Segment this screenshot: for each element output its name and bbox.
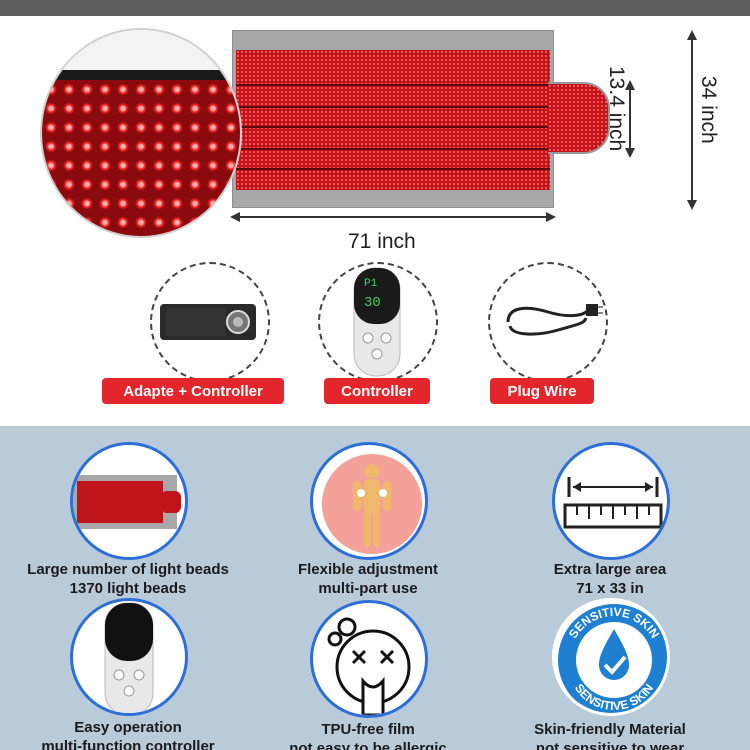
svg-text:P1: P1 <box>364 278 378 290</box>
controller-label: Controller <box>324 378 430 404</box>
remote-controller-icon: P1 30 <box>353 267 401 377</box>
feature-skin-circle: SENSITIVE SKIN SENSITIVE SKIN <box>552 598 670 716</box>
plug-wire-label: Plug Wire <box>490 378 594 404</box>
feature-area-circle <box>552 442 670 560</box>
top-bar <box>0 0 750 16</box>
length-label: 71 inch <box>348 230 416 253</box>
feature-controller-circle <box>70 598 188 716</box>
feature-tpu-circle <box>310 600 428 718</box>
feature-light-beads-circle <box>70 442 188 560</box>
feature-controller-text: Easy operation multi-function controller <box>41 719 215 750</box>
feature-tpu-text: TPU-free film not easy to be allergic <box>289 721 447 750</box>
tab-width-label: 13.4 inch <box>605 66 628 152</box>
plug-wire-icon <box>506 304 603 336</box>
controller-circle: P1 30 <box>318 262 438 382</box>
feature-light-beads-text: Large number of light beads 1370 light b… <box>27 561 229 597</box>
svg-text:30: 30 <box>364 295 381 311</box>
adapter-controller-circle <box>150 262 270 382</box>
body-figure-icon <box>322 454 422 554</box>
allergy-face-icon <box>327 617 411 715</box>
led-mat-icon <box>73 475 181 529</box>
width-label: 34 inch <box>697 76 720 144</box>
feature-flexible-circle <box>310 442 428 560</box>
led-closeup-image <box>40 28 242 238</box>
adapter-controller-icon <box>160 304 256 340</box>
controller-icon <box>104 602 154 713</box>
ruler-icon <box>563 477 663 529</box>
feature-flexible-text: Flexible adjustment multi-part use <box>297 561 439 597</box>
adapter-controller-label: Adapte + Controller <box>102 378 284 404</box>
feature-skin-text: Skin-friendly Material not sensitive to … <box>534 721 686 750</box>
plug-wire-circle <box>488 262 608 382</box>
feature-area-text: Extra large area 71 x 33 in <box>553 561 667 597</box>
